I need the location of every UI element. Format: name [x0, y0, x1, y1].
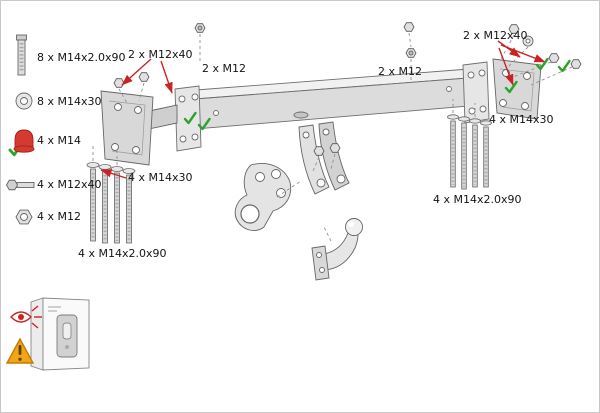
mounting-bracket-part [234, 163, 292, 231]
left-mounting-bracket [100, 90, 178, 166]
washer-icon [15, 92, 33, 110]
callout-left-washers: 4 x M14x30 [128, 171, 193, 184]
legend-label-washer: 8 x M14x30 [37, 95, 102, 108]
hex-bolt-icon [329, 143, 341, 153]
warning-triangle-icon [5, 337, 35, 364]
callout-right-washers: 4 x M14x30 [489, 113, 554, 126]
left-stud-bolts [86, 162, 136, 244]
check-icon [183, 111, 197, 125]
legend-label-stud-bolt: 8 x M14x2.0x90 [37, 51, 126, 64]
legend-label-hex-bolt: 4 x M12x40 [37, 178, 102, 191]
check-icon [504, 80, 518, 94]
check-icon [557, 59, 571, 73]
legend-label-hex-nut: 4 x M12 [37, 210, 81, 223]
hex-bolt-icon [313, 146, 325, 156]
legend-label-red-cap-nut: 4 x M14 [37, 134, 81, 147]
stud-bolt-icon [16, 34, 27, 76]
hex-bolt-icon [403, 22, 415, 32]
instruction-pictogram [5, 297, 90, 371]
callout-right-nuts: 2 x M12 [378, 65, 422, 78]
hex-bolt-icon [548, 53, 560, 63]
right-stud-bolts [447, 114, 492, 190]
hex-bolt-icon [5, 179, 35, 191]
right-mounting-bracket [492, 58, 542, 120]
hex-nut-icon [15, 209, 33, 225]
pointer-arrows [100, 40, 546, 179]
manual-sheet-flap [30, 297, 44, 371]
red-cap-nut-icon [13, 129, 35, 153]
callout-left-studs: 4 x M14x2.0x90 [78, 247, 167, 260]
hex-bolt-icon [113, 78, 125, 88]
center-support-plates [298, 121, 350, 195]
hex-nut-icon [508, 24, 520, 34]
check-icon [197, 117, 211, 131]
callout-right-studs: 4 x M14x2.0x90 [433, 193, 522, 206]
callout-right-bolts: 2 x M12x40 [463, 29, 528, 42]
legend-icons [5, 34, 35, 225]
callout-left-bolts: 2 x M12x40 [128, 48, 193, 61]
hex-bolt-icon [570, 59, 582, 69]
detachable-towball [311, 218, 363, 281]
crossbar-beam [174, 61, 490, 152]
callout-left-nuts: 2 x M12 [202, 62, 246, 75]
hex-bolt-icon [138, 72, 150, 82]
check-icon [535, 57, 549, 71]
red-eye-icon [10, 305, 42, 329]
loose-hardware [113, 22, 582, 156]
